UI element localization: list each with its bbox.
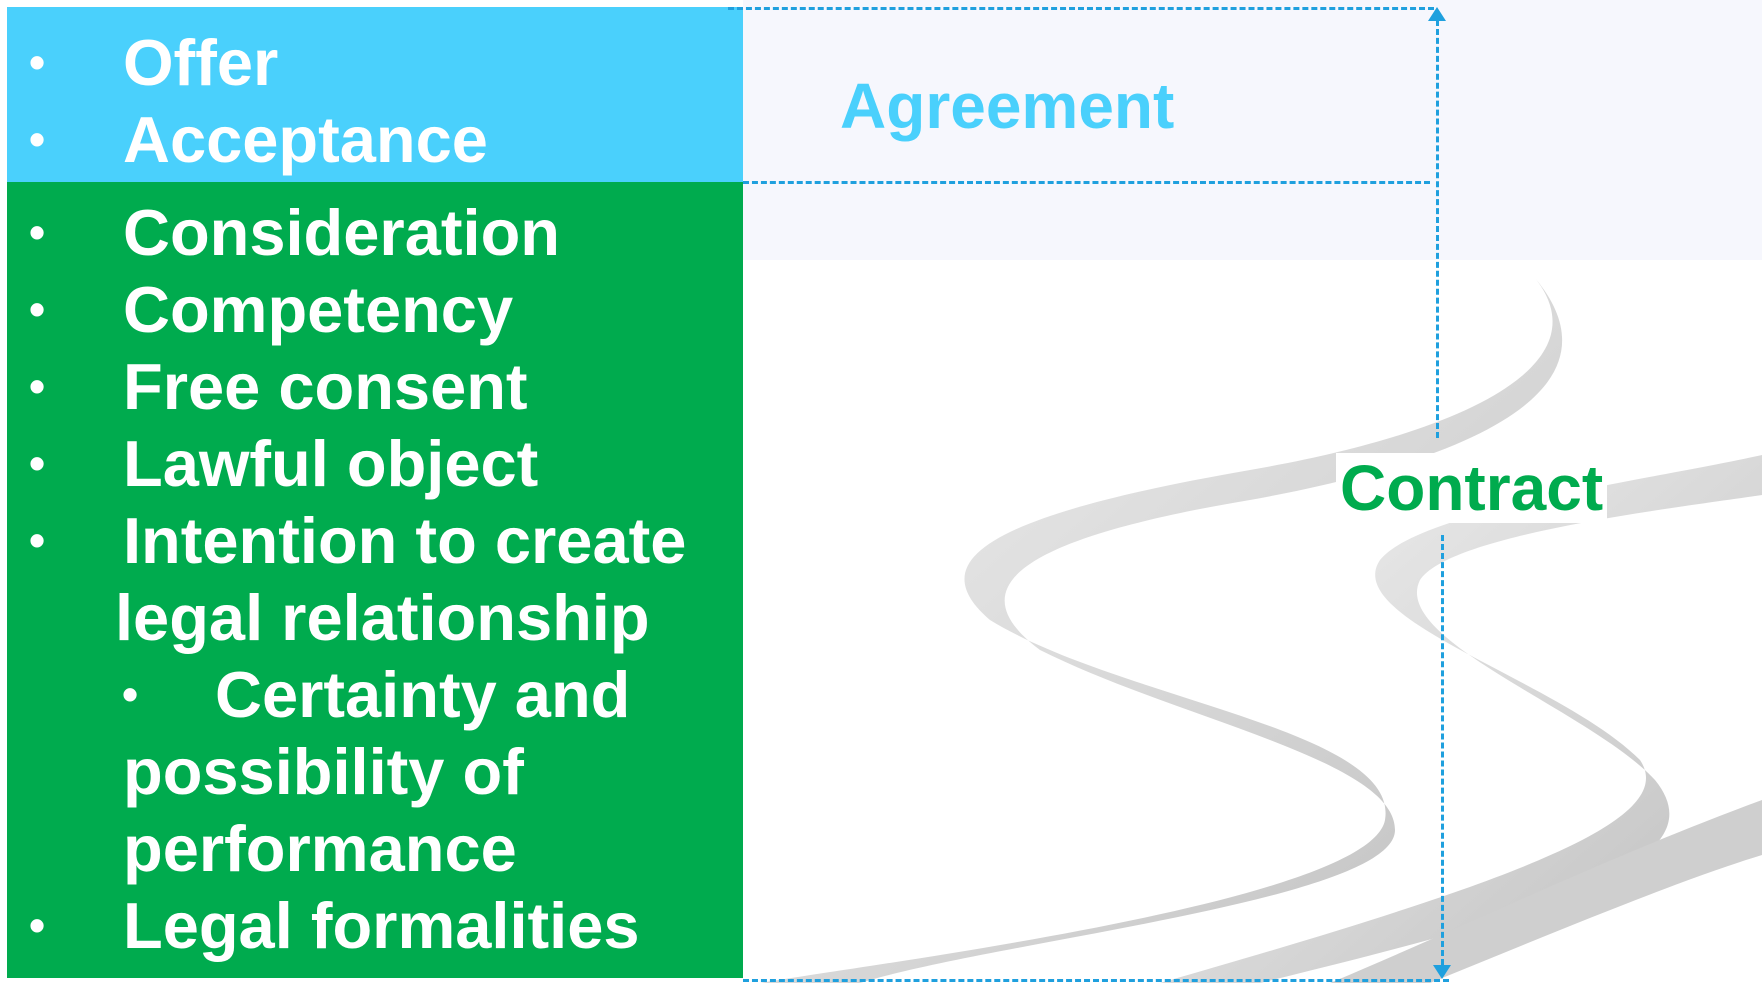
agreement-top-dashed-line xyxy=(728,7,1434,10)
item-text-free-consent: Free consent xyxy=(123,350,528,423)
bullet: • xyxy=(29,36,46,88)
item-text-intention-line2: legal relationship xyxy=(115,581,650,654)
item-text-intention-line1: Intention to create xyxy=(123,504,687,577)
arrow-down-icon xyxy=(1433,965,1451,979)
bullet: • xyxy=(29,437,46,489)
contract-elements-list: • Consideration • Competency • Free cons… xyxy=(7,194,743,964)
item-text-offer: Offer xyxy=(123,26,279,99)
list-item: • Lawful object xyxy=(7,425,743,502)
agreement-elements-box: • Offer • Acceptance xyxy=(7,7,743,182)
item-text-certainty-line1: Certainty and xyxy=(215,658,631,731)
bullet: • xyxy=(29,514,46,566)
item-text-certainty-line3: performance xyxy=(123,812,517,885)
item-text-certainty-line2: possibility of xyxy=(123,735,524,808)
list-item: • Consideration xyxy=(7,194,743,271)
swirl-shape-2 xyxy=(1160,455,1762,983)
contract-label: Contract xyxy=(1336,453,1608,523)
item-text-legal-formalities: Legal formalities xyxy=(123,889,640,962)
item-text-acceptance: Acceptance xyxy=(123,103,488,176)
list-item: • Competency xyxy=(7,271,743,348)
sub-bullet: • xyxy=(122,668,139,720)
agreement-bottom-dashed-line xyxy=(743,181,1430,184)
swirl-shape-3 xyxy=(1330,800,1762,983)
bullet: • xyxy=(29,113,46,165)
list-item: • Offer xyxy=(7,24,743,101)
arrow-up-icon xyxy=(1428,7,1446,21)
agreement-label: Agreement xyxy=(840,70,1175,142)
sub-item-first-line: • Certainty and xyxy=(7,656,743,733)
bullet: • xyxy=(29,899,46,951)
contract-lower-dashed-line xyxy=(1441,535,1444,965)
bullet: • xyxy=(29,206,46,258)
bullet: • xyxy=(29,360,46,412)
item-text-lawful-object: Lawful object xyxy=(123,427,539,500)
agreement-elements-list: • Offer • Acceptance xyxy=(7,24,743,178)
contract-elements-box: • Consideration • Competency • Free cons… xyxy=(7,182,743,978)
item-text-consideration: Consideration xyxy=(123,196,560,269)
list-item-sub: • Certainty and possibility of performan… xyxy=(7,656,743,887)
contract-upper-dashed-line xyxy=(1436,20,1439,438)
list-item: • Intention to create legal relationship xyxy=(7,502,743,656)
list-item: • Acceptance xyxy=(7,101,743,178)
bullet: • xyxy=(29,283,46,335)
list-item: • Legal formalities xyxy=(7,887,743,964)
item-text-competency: Competency xyxy=(123,273,514,346)
list-item: • Free consent xyxy=(7,348,743,425)
contract-bottom-dashed-line xyxy=(743,979,1449,982)
